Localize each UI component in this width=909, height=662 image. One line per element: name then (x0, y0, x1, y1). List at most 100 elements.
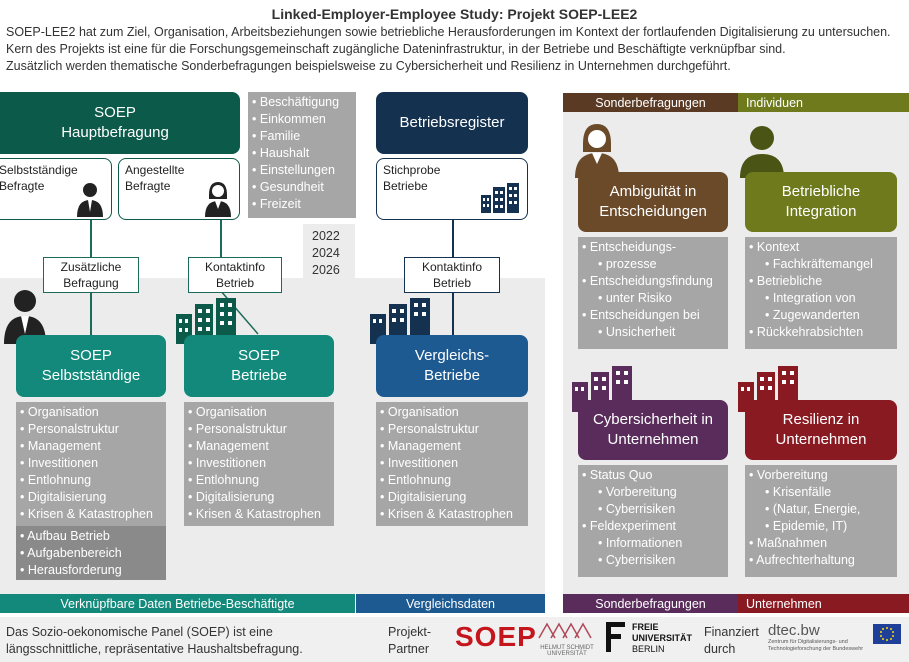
topic-item: Krisen & Katastrophen (380, 506, 524, 523)
intro-line-1: SOEP-LEE2 hat zum Ziel, Organisation, Ar… (6, 25, 891, 39)
intro-text: SOEP-LEE2 hat zum Ziel, Organisation, Ar… (6, 24, 906, 75)
conn-kontakt1-line1: Kontaktinfo (204, 260, 266, 274)
integration-items-list: Kontext Fachkräftemangel Betriebliche In… (745, 237, 897, 349)
footer-desc-line2: längsschnittliche, repräsentative Hausha… (6, 642, 303, 656)
integration-box: Betriebliche Integration (745, 172, 897, 232)
buildings-icon (370, 298, 430, 344)
vergleichsbetriebe-box: Vergleichs- Betriebe (376, 335, 528, 397)
resilienz-item-text: Krisenfälle (772, 485, 832, 499)
angest-befragte-line2: Befragte (125, 179, 171, 193)
integration-item: Rückkehrabsichten (749, 324, 893, 341)
cyber-item-cont: Vorbereitung (582, 484, 724, 501)
topic-item: Organisation (188, 404, 330, 421)
cyber-items-list: Status Quo Vorbereitung Cyberrisiken Fel… (578, 465, 728, 577)
topic-item: Investitionen (380, 455, 524, 472)
angestellte-befragte-box: Angestellte Befragte (118, 158, 240, 220)
connector-line (220, 220, 222, 257)
resilienz-line2: Unternehmen (775, 431, 867, 448)
year: 2026 (312, 263, 340, 277)
selbst-befragte-line2: Befragte (0, 179, 45, 193)
topic-item: Entlohnung (188, 472, 330, 489)
topic-item: Management (380, 438, 524, 455)
fu-line3: BERLIN (632, 644, 665, 654)
ambiguitaet-item-text: Unsicherheit (605, 325, 676, 339)
selbst-befragte-line1: Selbstständige (0, 163, 78, 177)
integration-line2: Integration (785, 203, 857, 220)
soep-betriebe-line1: SOEP (238, 347, 280, 364)
dtec-title: dtec.bw (768, 622, 820, 639)
topic-item: Organisation (20, 404, 162, 421)
cyber-item-text: Informationen (605, 536, 683, 550)
integration-item-cont: Integration von (749, 290, 893, 307)
vergleich-line2: Betriebe (424, 367, 480, 384)
buildings-icon (481, 183, 519, 213)
ambiguitaet-line1: Ambiguität in (609, 183, 697, 200)
hsu-line1: HELMUT SCHMIDT (540, 645, 594, 651)
fu-line2: UNIVERSITÄT (632, 633, 693, 643)
cyber-item: Status Quo (582, 467, 724, 484)
cyber-item-cont: Informationen (582, 535, 724, 552)
conn-zusaetzlich-line1: Zusätzliche (60, 260, 122, 274)
haupt-topic: Haushalt (252, 145, 352, 162)
zusaetzliche-befragung-box: Zusätzliche Befragung (43, 257, 139, 293)
selbst-topics-list: Organisation Personalstruktur Management… (16, 402, 166, 526)
cyber-line1: Cybersicherheit in (592, 411, 714, 428)
topic-item: Personalstruktur (188, 421, 330, 438)
soep-hauptbefragung-box: SOEP Hauptbefragung (0, 92, 240, 154)
topic-item: Digitalisierung (188, 489, 330, 506)
fu-text: FREIE UNIVERSITÄT BERLIN (632, 622, 692, 655)
verknuepfbare-daten-bar: Verknüpfbare Daten Betriebe-Beschäftigte (0, 594, 355, 613)
hsu-logo: HELMUT SCHMIDT UNIVERSITÄT (536, 620, 598, 657)
connector-line (219, 290, 259, 335)
integration-item-cont: Fachkräftemangel (749, 256, 893, 273)
partner-line1: Projekt- (388, 625, 432, 639)
vergleich-line1: Vergleichs- (414, 347, 490, 364)
topic-item: Investitionen (20, 455, 162, 472)
haupt-topics-list: Beschäftigung Einkommen Familie Haushalt… (248, 92, 356, 218)
ambiguitaet-box: Ambiguität in Entscheidungen (578, 172, 728, 232)
stichprobe-line2: Betriebe (383, 179, 428, 193)
ambiguitaet-item: Entscheidungen bei (582, 307, 724, 324)
soep-selbststaendige-box: SOEP Selbstständige (16, 335, 166, 397)
ambiguitaet-item: Entscheidungsfindung (582, 273, 724, 290)
kontaktinfo-betrieb-box-2: Kontaktinfo Betrieb (404, 257, 500, 293)
haupt-topic: Freizeit (252, 196, 352, 213)
person-icon (740, 126, 784, 178)
stichprobe-line1: Stichprobe (383, 163, 441, 177)
resilienz-item: Vorbereitung (749, 467, 893, 484)
betriebsregister-box: Betriebsregister (376, 92, 528, 154)
integration-item: Kontext (749, 239, 893, 256)
dtec-logo: dtec.bw Zentrum für Digitalisierungs- un… (768, 622, 863, 653)
haupt-topic: Beschäftigung (252, 94, 352, 111)
resilienz-item-cont: (Natur, Energie, (749, 501, 893, 518)
stichprobe-betriebe-box: Stichprobe Betriebe (376, 158, 528, 220)
sonder-unternehmen-bar: Sonderbefragungen Unternehmen (563, 594, 909, 613)
fu-emblem-icon (606, 622, 625, 652)
ambiguitaet-items-list: Entscheidungs- prozesse Entscheidungsfin… (578, 237, 728, 349)
topic-item: Investitionen (188, 455, 330, 472)
soep-selbst-line1: SOEP (70, 347, 112, 364)
cyber-item-cont: Cyberrisiken (582, 552, 724, 569)
soep-betriebe-box: SOEP Betriebe (184, 335, 334, 397)
kontaktinfo-betrieb-box-1: Kontaktinfo Betrieb (188, 257, 282, 293)
ambiguitaet-item-text: unter Risiko (605, 291, 672, 305)
ambiguitaet-line2: Entscheidungen (599, 203, 707, 220)
topic-item: Krisen & Katastrophen (188, 506, 330, 523)
resilienz-box: Resilienz in Unternehmen (745, 400, 897, 460)
years-list: 2022 2024 2026 (312, 228, 340, 279)
ambiguitaet-item-cont: Unsicherheit (582, 324, 724, 341)
person-female-icon (205, 182, 231, 217)
resilienz-item-text: Epidemie, IT) (772, 519, 848, 533)
topic-item: Aufbau Betrieb (20, 528, 162, 545)
hsu-line2: UNIVERSITÄT (547, 651, 587, 657)
cyber-item-cont: Cyberrisiken (582, 501, 724, 518)
fin-line2: durch (704, 642, 736, 656)
topic-item: Management (188, 438, 330, 455)
haupt-topic: Familie (252, 128, 352, 145)
soep-selbst-line2: Selbstständige (41, 367, 141, 384)
sonder-label: Sonderbefragungen (563, 93, 738, 112)
resilienz-item: Aufrechterhaltung (749, 552, 893, 569)
ambiguitaet-item: Entscheidungs- (582, 239, 724, 256)
haupt-topic: Einstellungen (252, 162, 352, 179)
topic-item: Entlohnung (20, 472, 162, 489)
